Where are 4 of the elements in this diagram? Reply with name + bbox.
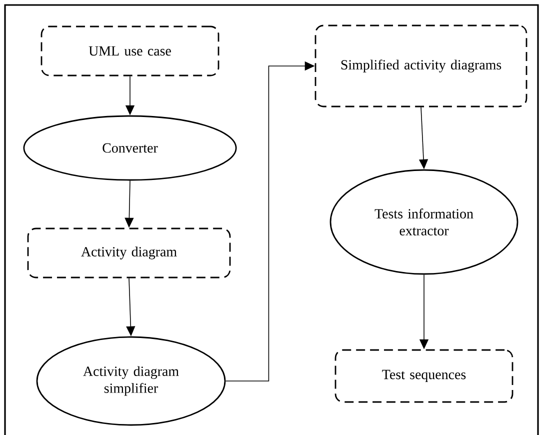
dashed-rounded-box: Simplified activity diagrams [314, 24, 528, 108]
dashed-rounded-box: UML use case [40, 26, 220, 76]
dashed-rounded-box: Activity diagram [27, 228, 231, 278]
dashed-rounded-box: Test sequences [334, 349, 514, 403]
